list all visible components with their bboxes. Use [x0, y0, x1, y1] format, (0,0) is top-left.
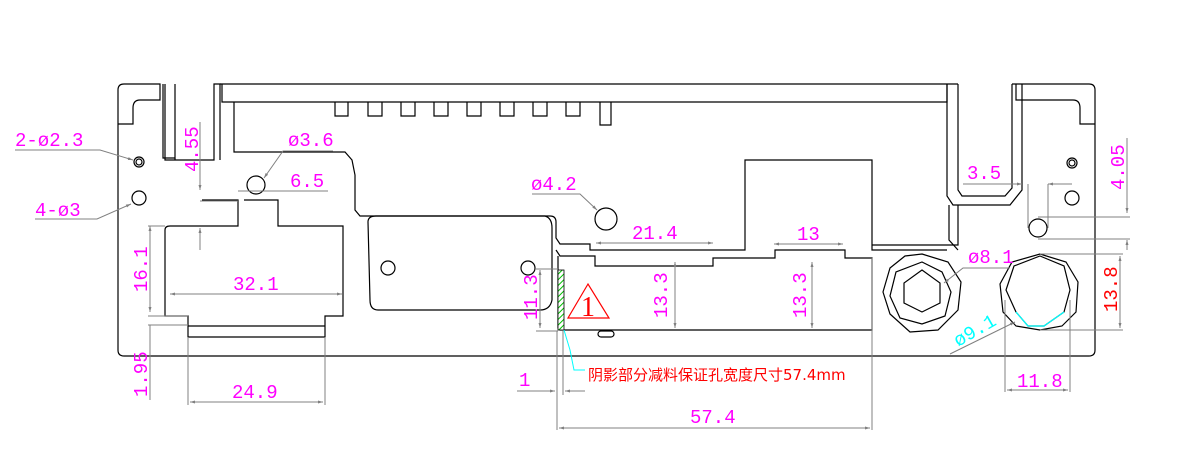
label-dim-57.4: 57.4	[690, 407, 736, 429]
label-hole-d8.1: ø8.1	[968, 247, 1014, 269]
label-dim-13.3-left: 13.3	[651, 272, 673, 318]
label-dim-4.05: 4.05	[1108, 144, 1130, 190]
label-dim-11.8: 11.8	[1017, 371, 1063, 393]
hatched-reduction-area	[557, 269, 565, 331]
label-dim-3.5: 3.5	[967, 163, 1001, 185]
label-dim-24.9: 24.9	[232, 382, 278, 404]
part-outline	[117, 83, 1096, 357]
label-dim-1: 1	[519, 370, 530, 392]
label-dim-1.95: 1.95	[131, 351, 153, 397]
label-dim-32.1: 32.1	[233, 274, 279, 296]
label-hole-d4.2: ø4.2	[531, 174, 577, 196]
label-dim-4.55: 4.55	[182, 126, 204, 172]
label-hole-d9.1: ø9.1	[950, 310, 1000, 352]
label-dim-21.4: 21.4	[632, 223, 678, 245]
label-dim-11.3: 11.3	[521, 274, 543, 320]
label-dim-16.1: 16.1	[131, 246, 153, 292]
note-reduction-text: 阴影部分减料保证孔宽度尺寸57.4mm	[588, 366, 846, 384]
revision-triangle-mark: 1	[566, 282, 611, 323]
revision-number: 1	[581, 292, 595, 323]
label-dim-6.5: 6.5	[290, 171, 324, 193]
label-hole-4-d3: 4-ø3	[35, 200, 81, 222]
label-hole-d3.6: ø3.6	[288, 130, 334, 152]
label-dim-13.3-right: 13.3	[790, 272, 812, 318]
dimension-lines	[15, 122, 1130, 430]
label-hole-2-d2.3: 2-ø2.3	[15, 130, 83, 152]
label-dim-13.8: 13.8	[1101, 266, 1123, 312]
label-dim-13: 13	[797, 224, 820, 246]
